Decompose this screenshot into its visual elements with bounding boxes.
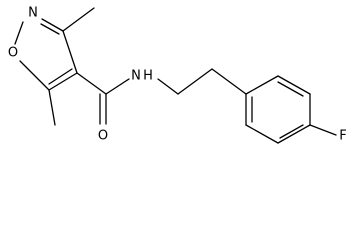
bond-ring-inner-3 xyxy=(277,81,304,97)
bond-ring-3 xyxy=(277,124,311,144)
bond-ring-inner-2 xyxy=(279,124,304,139)
bond-ring-5 xyxy=(277,75,311,95)
bond-ch2-aryl xyxy=(211,68,247,95)
chemical-structure: N O O N H F xyxy=(8,6,347,144)
atom-h-amide: H xyxy=(143,69,153,84)
bond-c5-o-ring xyxy=(19,60,50,91)
bond-n-c3-double xyxy=(40,23,60,35)
bond-c5-methyl xyxy=(48,89,56,126)
bond-c3-methyl xyxy=(62,7,95,32)
atom-n-amide: N xyxy=(131,69,141,84)
bond-c4-c5 xyxy=(48,72,78,91)
atom-f: F xyxy=(339,129,346,144)
bond-ch2-ch2 xyxy=(177,68,213,95)
bond-c4-carbonyl xyxy=(76,72,107,95)
atom-o-ring: O xyxy=(8,46,18,61)
bond-c3-c4 xyxy=(62,30,78,74)
bond-ring-6 xyxy=(245,75,279,95)
bond-n-c3 xyxy=(41,18,64,32)
bond-ring-2 xyxy=(245,124,279,144)
bond-c4-c5-double xyxy=(48,68,73,85)
bonds xyxy=(14,7,337,144)
atom-labels: N O O N H F xyxy=(8,6,347,144)
bond-ring-f xyxy=(309,124,337,136)
bond-n-ch2 xyxy=(157,78,179,95)
bond-carbonyl-n xyxy=(105,78,130,95)
bond-n-o-ring xyxy=(14,21,24,45)
atom-o-carbonyl: O xyxy=(98,129,108,144)
atom-n-ring: N xyxy=(28,6,38,21)
